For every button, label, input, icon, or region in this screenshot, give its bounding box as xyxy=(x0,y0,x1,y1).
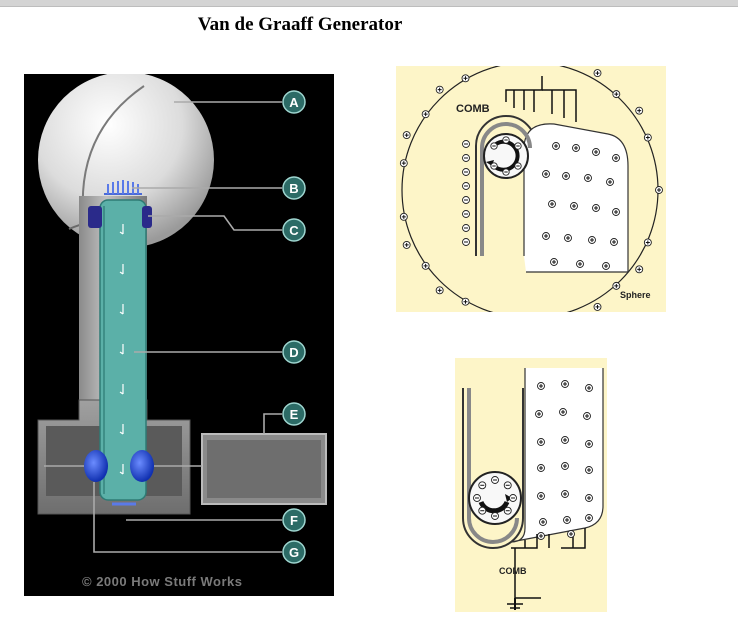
label-e: E xyxy=(282,402,306,426)
lower-roller xyxy=(84,450,154,482)
label-e-text: E xyxy=(290,407,299,422)
top-comb xyxy=(505,76,577,122)
belt-negative-charges xyxy=(462,136,522,246)
page-title: Van de Graaff Generator xyxy=(197,14,403,35)
label-f: F xyxy=(282,508,306,532)
window-top-bar xyxy=(0,0,738,7)
upper-comb xyxy=(104,180,142,195)
label-a-text: A xyxy=(289,95,299,110)
label-f-text: F xyxy=(290,513,298,528)
belt-top xyxy=(475,115,629,273)
label-b: B xyxy=(282,176,306,200)
belt-bottom-positive-charges xyxy=(535,380,593,540)
bottom-comb xyxy=(507,528,586,610)
label-c: C xyxy=(282,218,306,242)
upper-roller xyxy=(88,206,152,228)
sphere-charge-diagram: COMB Sphere xyxy=(396,61,666,319)
lower-roller-diagram: COMB xyxy=(455,358,607,612)
generator-cutaway-diagram: A B C D E F G © 2000 How Stuff Works xyxy=(24,72,334,596)
label-b-text: B xyxy=(289,181,298,196)
label-g-text: G xyxy=(289,545,299,560)
belt-bottom xyxy=(462,368,604,549)
label-c-text: C xyxy=(289,223,299,238)
bottom-comb-label: COMB xyxy=(499,566,527,576)
sphere-charges xyxy=(399,69,663,311)
label-g: G xyxy=(282,540,306,564)
roller-negative-charges xyxy=(473,476,517,520)
sphere-label: Sphere xyxy=(620,290,651,300)
copyright-text: © 2000 How Stuff Works xyxy=(82,574,242,589)
belt-positive-charges xyxy=(542,142,620,270)
label-d-text: D xyxy=(289,345,298,360)
top-comb-label: COMB xyxy=(456,103,490,115)
label-a: A xyxy=(282,90,306,114)
label-d: D xyxy=(282,340,306,364)
